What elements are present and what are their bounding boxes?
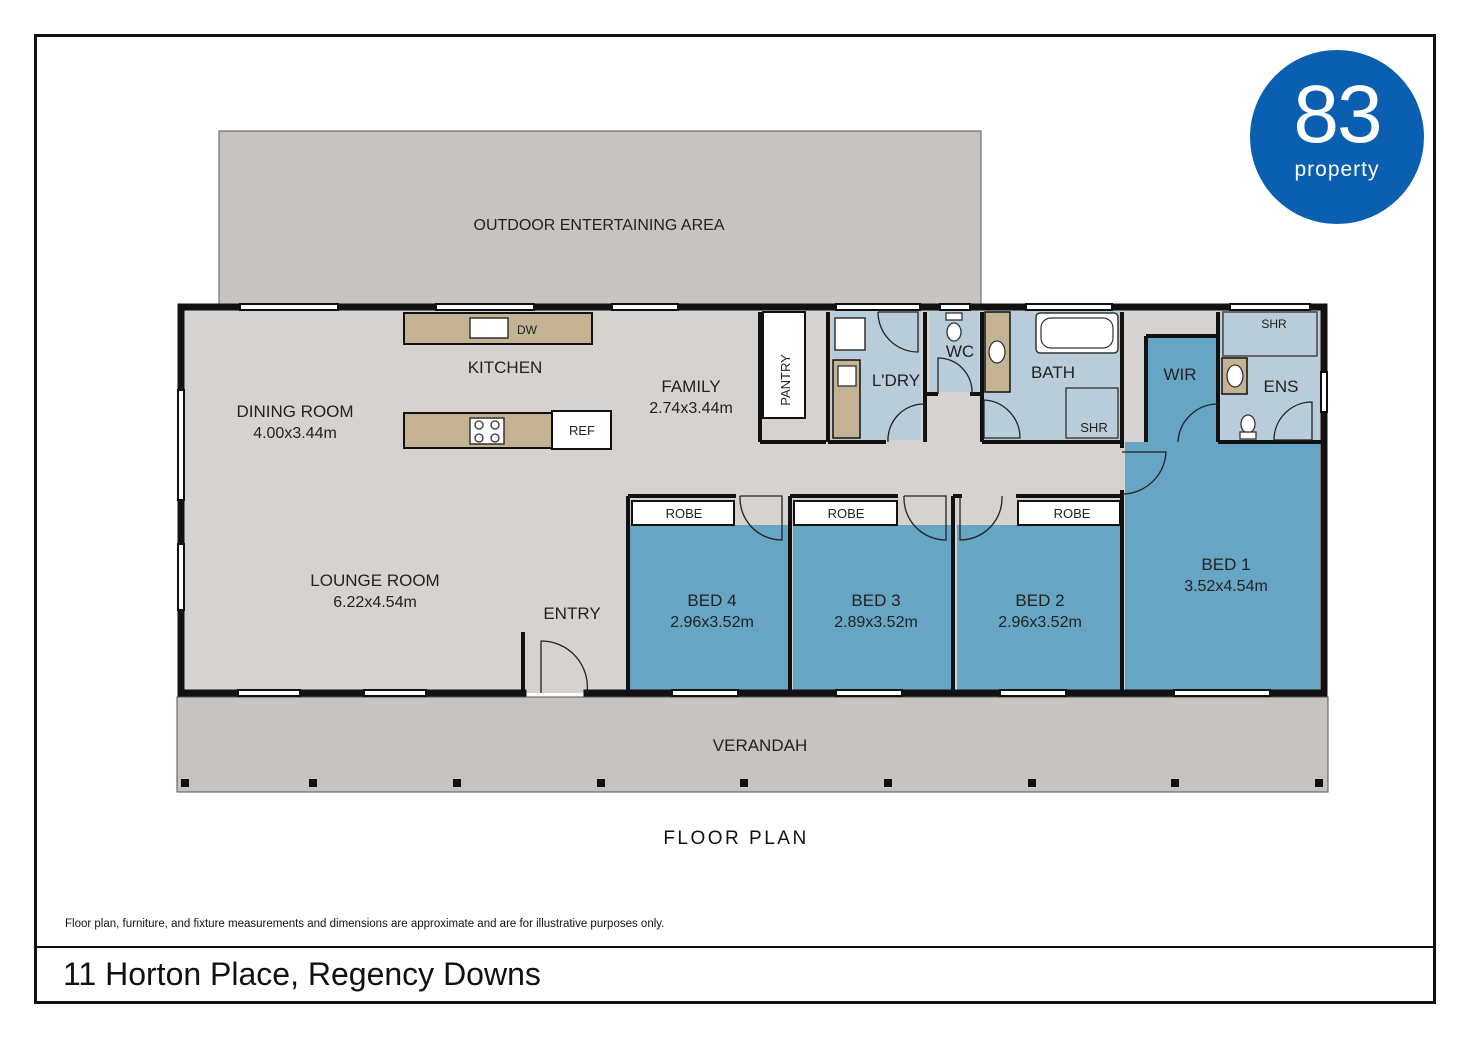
label-laundry: L'DRY xyxy=(872,371,920,390)
bed1-floor xyxy=(1125,442,1320,690)
outdoor-area xyxy=(218,130,982,306)
brand-logo: 83 property xyxy=(1250,50,1424,224)
robe2 xyxy=(1017,500,1121,526)
dim-lounge: 6.22x4.54m xyxy=(333,594,417,611)
verandah-posts xyxy=(181,779,1323,787)
label-dw: DW xyxy=(517,323,538,337)
label-ens-shr: SHR xyxy=(1261,317,1287,331)
dim-bed1: 3.52x4.54m xyxy=(1184,578,1268,595)
label-entry: ENTRY xyxy=(543,604,600,623)
label-outdoor: OUTDOOR ENTERTAINING AREA xyxy=(474,217,725,234)
label-wir: WIR xyxy=(1163,365,1196,384)
wc-toilet xyxy=(946,322,962,342)
label-lounge: LOUNGE ROOM xyxy=(310,571,439,590)
ensuite-cistern xyxy=(1239,431,1257,440)
label-dining: DINING ROOM xyxy=(236,402,353,421)
label-family: FAMILY xyxy=(661,377,720,396)
label-robe4: ROBE xyxy=(666,506,703,521)
ensuite-toilet xyxy=(1240,414,1256,434)
laundry-tub xyxy=(837,365,857,387)
washer xyxy=(834,317,866,351)
label-bath-shr: SHR xyxy=(1080,420,1107,435)
label-wc: WC xyxy=(946,342,974,361)
bed2-floor xyxy=(957,525,1121,690)
logo-number: 83 xyxy=(1293,69,1382,160)
bath-basin xyxy=(988,340,1006,364)
label-ref: REF xyxy=(569,423,595,438)
wc-cistern xyxy=(945,312,963,321)
label-bed4: BED 4 xyxy=(687,591,736,610)
logo-word: property xyxy=(1294,158,1380,181)
label-bath: BATH xyxy=(1031,363,1075,382)
label-bed3: BED 3 xyxy=(851,591,900,610)
label-verandah: VERANDAH xyxy=(713,736,807,755)
bed3-floor xyxy=(793,525,951,690)
wir-floor xyxy=(1148,336,1218,442)
label-bed1: BED 1 xyxy=(1201,555,1250,574)
label-pantry: PANTRY xyxy=(778,354,793,406)
ensuite-shower xyxy=(1222,311,1318,357)
ensuite-basin xyxy=(1226,364,1244,388)
sink xyxy=(469,317,509,339)
bathtub-inner xyxy=(1040,317,1114,349)
label-bed2: BED 2 xyxy=(1015,591,1064,610)
bed4-floor xyxy=(630,525,790,690)
label-kitchen: KITCHEN xyxy=(468,358,543,377)
robe3 xyxy=(793,500,898,526)
dim-dining: 4.00x3.44m xyxy=(253,425,337,442)
dim-bed2: 2.96x3.52m xyxy=(998,614,1082,631)
label-robe2: ROBE xyxy=(1054,506,1091,521)
plan-title: FLOOR PLAN xyxy=(663,828,809,849)
bath-shower xyxy=(1065,387,1119,439)
robe4 xyxy=(631,500,735,526)
dim-family: 2.74x3.44m xyxy=(649,400,733,417)
verandah-area xyxy=(176,696,1329,793)
fridge-space xyxy=(551,410,612,450)
footer-divider xyxy=(34,946,1436,948)
pantry xyxy=(762,311,806,419)
label-ens: ENS xyxy=(1264,377,1299,396)
dim-bed3: 2.89x3.52m xyxy=(834,614,918,631)
door-swings xyxy=(540,311,1313,694)
dim-bed4: 2.96x3.52m xyxy=(670,614,754,631)
label-robe3: ROBE xyxy=(828,506,865,521)
windows xyxy=(177,303,1328,697)
disclaimer: Floor plan, furniture, and fixture measu… xyxy=(65,918,665,930)
internal-walls xyxy=(521,312,1324,693)
property-address: 11 Horton Place, Regency Downs xyxy=(63,956,541,992)
cooktop-burners xyxy=(474,420,500,443)
